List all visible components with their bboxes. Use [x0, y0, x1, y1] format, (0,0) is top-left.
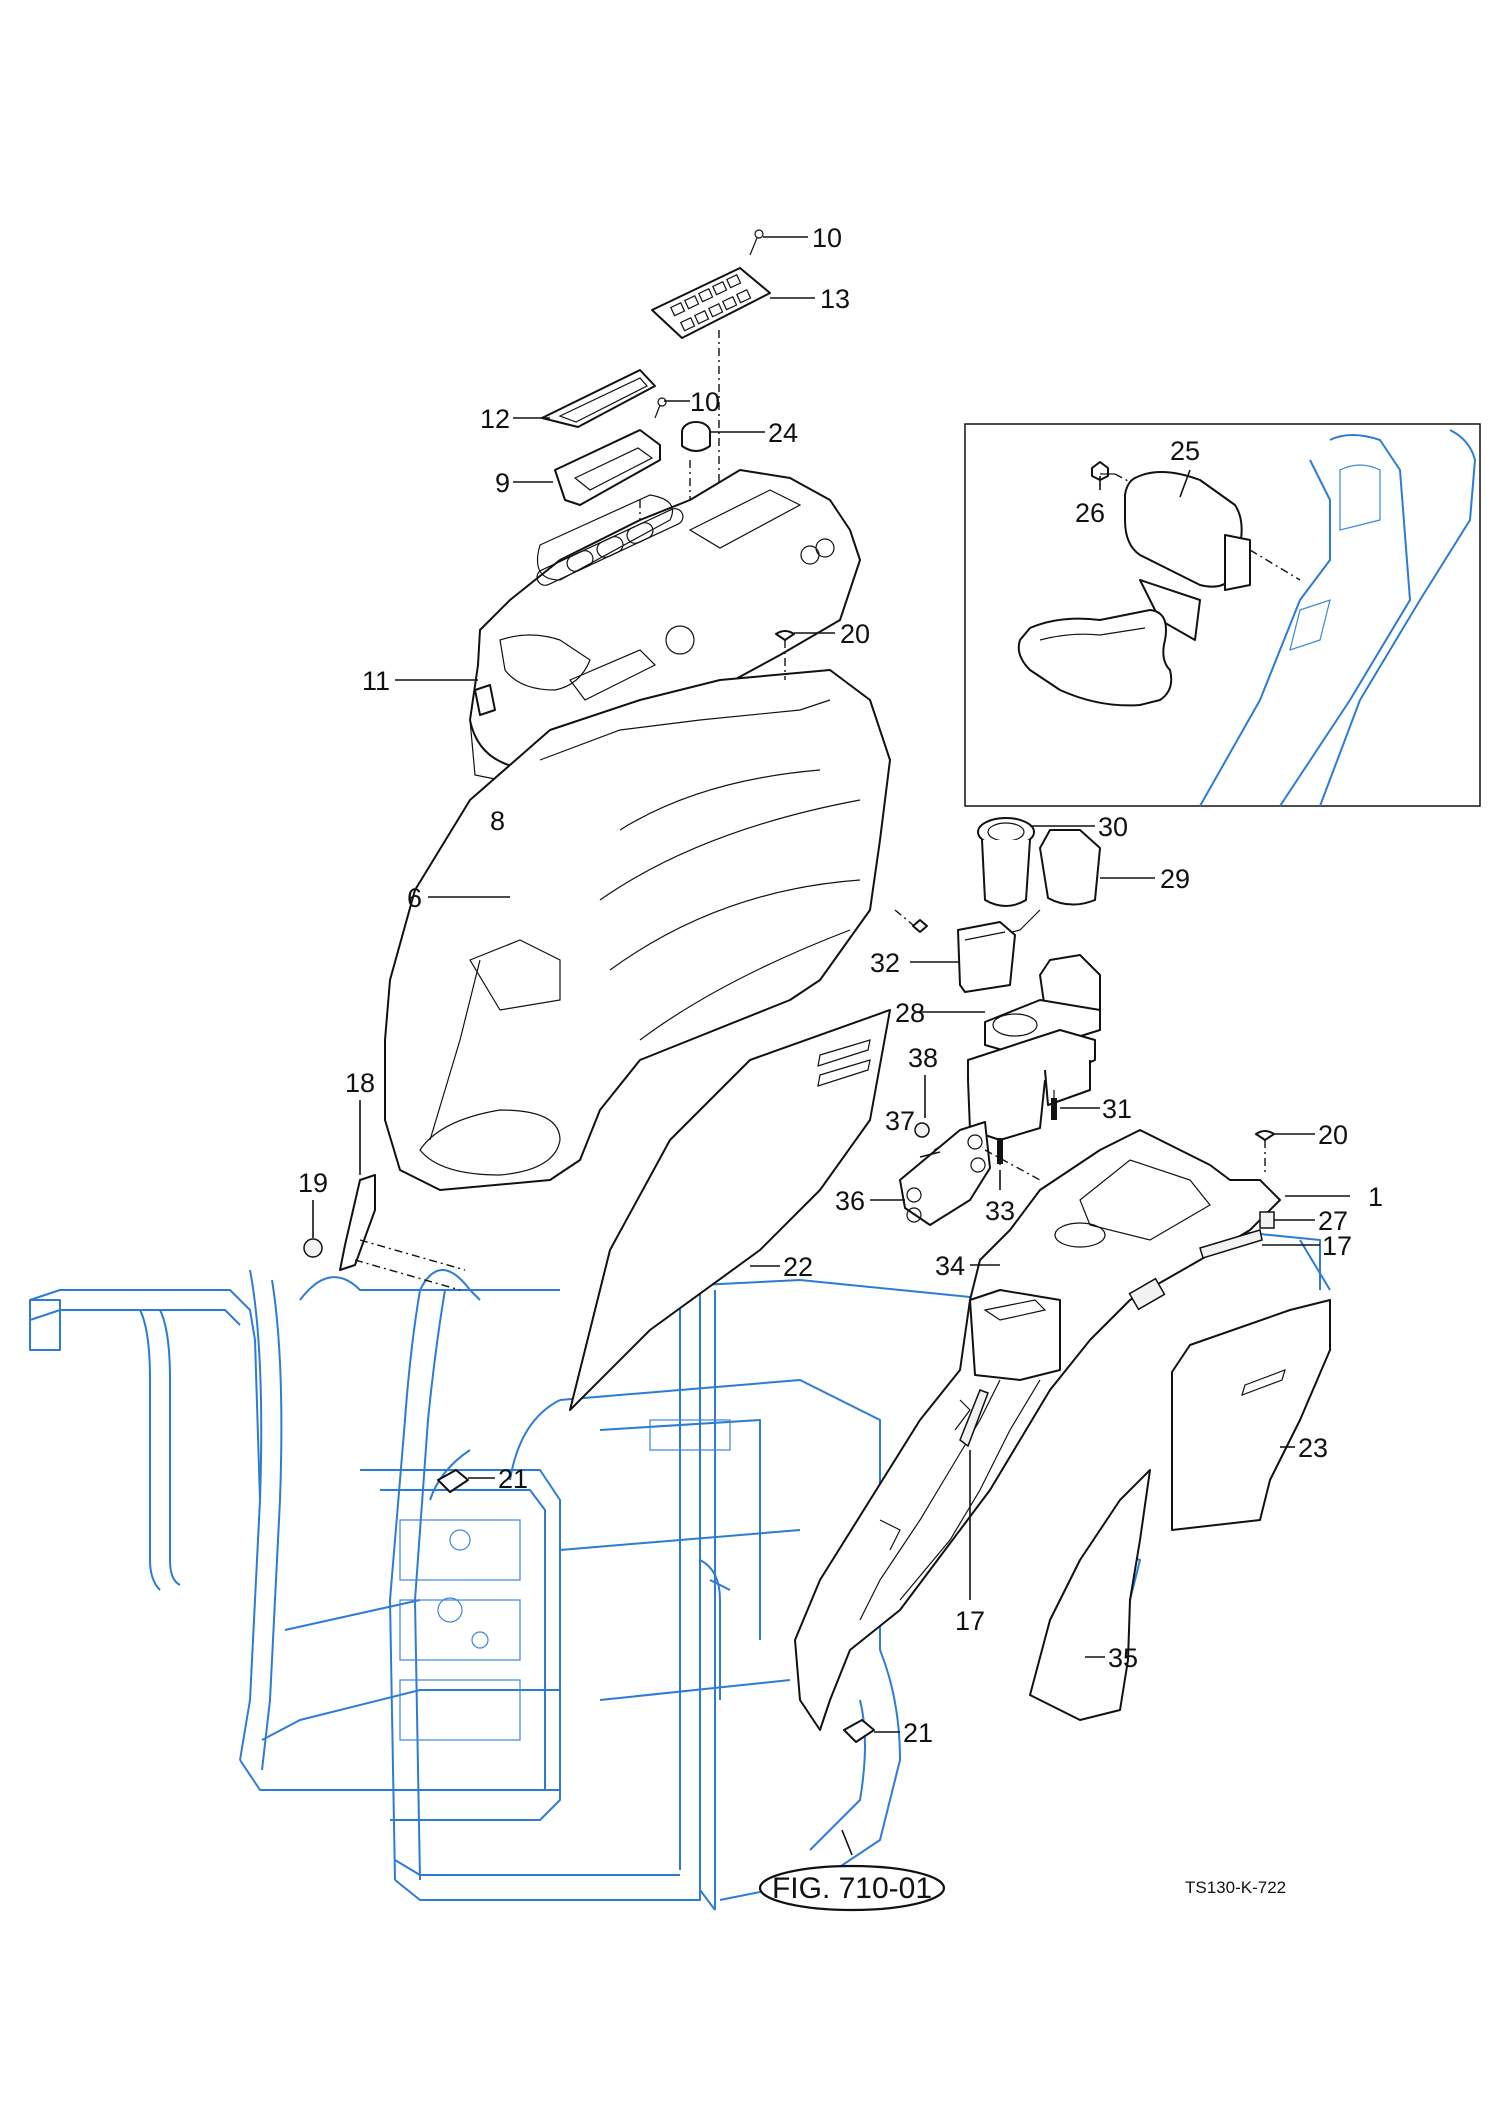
callout-34: 34	[935, 1251, 965, 1281]
callout-30: 30	[1098, 812, 1128, 842]
document-code: TS130-K-722	[1185, 1878, 1286, 1897]
callout-1: 1	[1368, 1182, 1383, 1212]
figure-reference[interactable]: FIG. 710-01	[758, 1864, 946, 1912]
callout-20-top: 20	[840, 619, 870, 649]
bracket-18	[303, 1174, 466, 1291]
callout-10-mid: 10	[690, 387, 720, 417]
labels-21	[437, 1469, 875, 1743]
callout-6: 6	[407, 883, 422, 913]
callout-26: 26	[1075, 498, 1105, 528]
callout-12: 12	[480, 404, 510, 434]
callout-23: 23	[1298, 1433, 1328, 1463]
callout-8: 8	[490, 806, 505, 836]
callout-27: 27	[1318, 1206, 1348, 1236]
callout-33: 33	[985, 1196, 1015, 1226]
callout-21-lower: 21	[903, 1718, 933, 1748]
figure-reference-text[interactable]: FIG. 710-01	[772, 1872, 932, 1905]
callout-11: 11	[362, 666, 390, 696]
callout-10-top: 10	[812, 223, 842, 253]
cupholder-parts	[899, 817, 1101, 1226]
callout-24: 24	[768, 418, 798, 448]
callout-29: 29	[1160, 864, 1190, 894]
callout-19: 19	[298, 1168, 328, 1198]
callout-28: 28	[895, 998, 925, 1028]
callout-17-lower: 17	[955, 1606, 985, 1636]
callout-37: 37	[885, 1106, 915, 1136]
callout-31: 31	[1102, 1094, 1132, 1124]
callout-20-right: 20	[1318, 1120, 1348, 1150]
panel-22	[569, 1009, 891, 1411]
callout-17-right: 17	[1322, 1231, 1352, 1261]
side-panels	[1029, 1299, 1331, 1721]
callout-13: 13	[820, 284, 850, 314]
switch-panel-13	[651, 229, 771, 500]
callout-38: 38	[908, 1043, 938, 1073]
fender-cover-6	[384, 630, 928, 1191]
leader-lines	[312, 236, 1350, 1856]
callout-18: 18	[345, 1068, 375, 1098]
console-1	[794, 1129, 1281, 1731]
inset-detail	[964, 423, 1481, 807]
callout-21-left: 21	[498, 1464, 528, 1494]
callout-36: 36	[835, 1186, 865, 1216]
callout-9: 9	[495, 468, 510, 498]
callouts: 10 13 12 10 24 9 20 11 8 6 25 26 30 29 3…	[298, 223, 1383, 1748]
callout-22: 22	[783, 1252, 813, 1282]
callout-25: 25	[1170, 436, 1200, 466]
callout-35: 35	[1108, 1643, 1138, 1673]
callout-32: 32	[870, 948, 900, 978]
